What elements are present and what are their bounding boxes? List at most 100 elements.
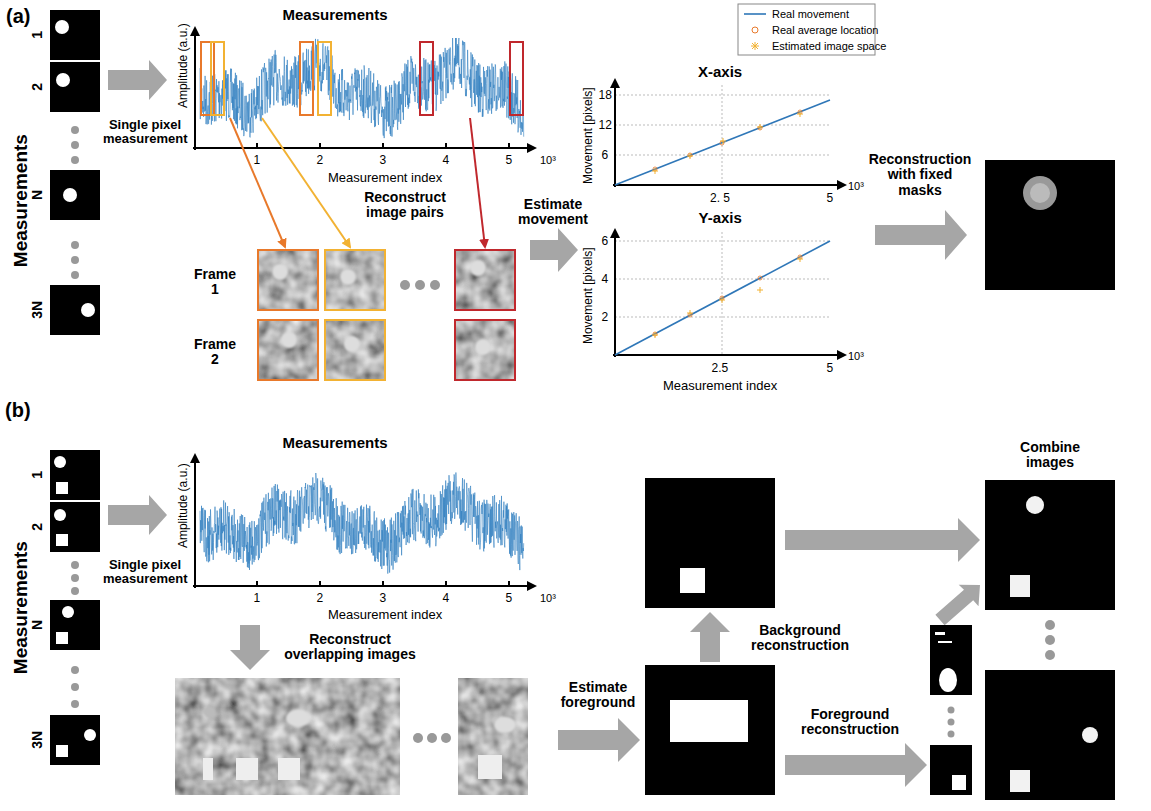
svg-g	[653, 110, 802, 171]
edge-label: Single pixel measurement	[103, 118, 187, 147]
svg-rect	[201, 42, 214, 115]
svg-polygon	[558, 718, 640, 762]
combined-images	[985, 480, 1115, 800]
svg-circle	[1045, 650, 1055, 660]
block-arrow-connector	[108, 495, 167, 535]
node-text: 4	[443, 592, 450, 605]
svg-rect	[325, 250, 385, 310]
node-text: 1	[254, 154, 261, 167]
legend-text: Real movement	[772, 8, 849, 20]
svg-circle	[62, 606, 74, 618]
node-text: 2	[30, 83, 46, 91]
svg-circle	[1026, 496, 1044, 514]
svg-rect	[420, 42, 433, 115]
svg-rect	[325, 320, 385, 380]
node-text: 1	[254, 592, 261, 605]
svg-rect	[236, 758, 258, 780]
node-text: 6	[602, 149, 609, 162]
signal-plot: MeasurementsAmplitude (a.u.)1234510³Meas…	[170, 3, 560, 188]
window-boxes	[201, 42, 523, 115]
svg-rect	[455, 250, 515, 310]
svg-g	[613, 80, 845, 187]
svg-polygon	[785, 518, 980, 562]
svg-circle	[430, 280, 440, 290]
svg-rect	[56, 745, 68, 757]
svg-circle	[71, 271, 79, 279]
annotation-label: (a)	[6, 5, 30, 27]
svg-polygon	[935, 585, 980, 626]
svg-circle	[1045, 635, 1055, 645]
waveform	[200, 38, 524, 138]
annotation-label: (b)	[5, 399, 31, 421]
overlapping-images	[175, 678, 528, 795]
svg-rect	[952, 775, 966, 790]
node-text: Measurement index	[663, 379, 777, 394]
node-text: Movement [pixels]	[581, 87, 594, 184]
svg-circle	[71, 256, 79, 264]
node-text: 3N	[30, 301, 46, 319]
svg-rect	[50, 502, 100, 552]
movement-plot: X-axisMovement [pixels]181262. 5510³	[578, 60, 865, 208]
svg-circle	[71, 666, 79, 674]
signal-plot: MeasurementsAmplitude (a.u.)1234510³Meas…	[170, 432, 560, 622]
svg-circle	[55, 20, 69, 34]
svg-circle	[71, 700, 79, 708]
waveform-trace	[200, 38, 524, 138]
svg-line	[615, 241, 830, 355]
svg-rect	[930, 625, 972, 695]
image-pairs	[258, 250, 515, 380]
svg-circle	[415, 280, 425, 290]
svg-circle	[413, 733, 423, 743]
legend-text: Real average location	[772, 24, 878, 36]
svg-rect	[258, 320, 318, 380]
svg-rect	[56, 534, 68, 546]
svg-rect	[985, 160, 1115, 290]
svg-circle	[204, 706, 216, 718]
svg-circle	[427, 733, 437, 743]
svg-ellipse	[494, 717, 516, 733]
node-text: Measurement index	[328, 171, 442, 186]
svg-circle	[1030, 183, 1050, 203]
svg-rect	[985, 480, 1115, 610]
svg-circle	[400, 280, 410, 290]
svg-rect	[670, 700, 748, 742]
svg-path	[652, 111, 803, 174]
svg-circle	[84, 729, 96, 741]
svg-circle	[71, 574, 79, 582]
svg-ellipse	[939, 668, 957, 692]
svg-rect	[175, 678, 400, 795]
node-text: 1	[30, 31, 46, 39]
svg-rect	[258, 250, 318, 310]
svg-polygon	[530, 228, 578, 272]
svg-rect	[203, 758, 213, 780]
annotation-label: Combine images	[995, 440, 1105, 471]
svg-circle	[56, 73, 70, 87]
node-text: Frame 2	[191, 337, 239, 368]
svg-line	[508, 581, 510, 586]
node-text: Measurements	[283, 435, 388, 452]
svg-line	[744, 13, 766, 15]
svg-line	[193, 147, 535, 149]
node-text: Reconstruct image pairs	[345, 190, 465, 221]
svg-rect	[56, 482, 68, 494]
annotation-label: Estimate foreground	[556, 680, 641, 711]
svg-g	[615, 85, 830, 185]
node-text: Amplitude (a.u.)	[176, 23, 189, 108]
frame-stack	[50, 450, 100, 765]
node-text: 2	[30, 523, 46, 531]
svg-g	[653, 255, 802, 336]
svg-rect	[935, 632, 945, 635]
node-text: 2	[602, 311, 609, 324]
svg-circle	[948, 707, 955, 714]
svg-circle	[281, 332, 297, 348]
svg-rect	[325, 320, 385, 380]
node-text: N	[30, 620, 46, 630]
svg-rect	[50, 170, 100, 220]
svg-line	[382, 581, 384, 586]
svg-path	[751, 42, 759, 50]
svg-line	[614, 230, 616, 357]
svg-rect	[680, 568, 705, 593]
svg-g	[615, 232, 830, 355]
node-text: 5	[827, 362, 834, 375]
